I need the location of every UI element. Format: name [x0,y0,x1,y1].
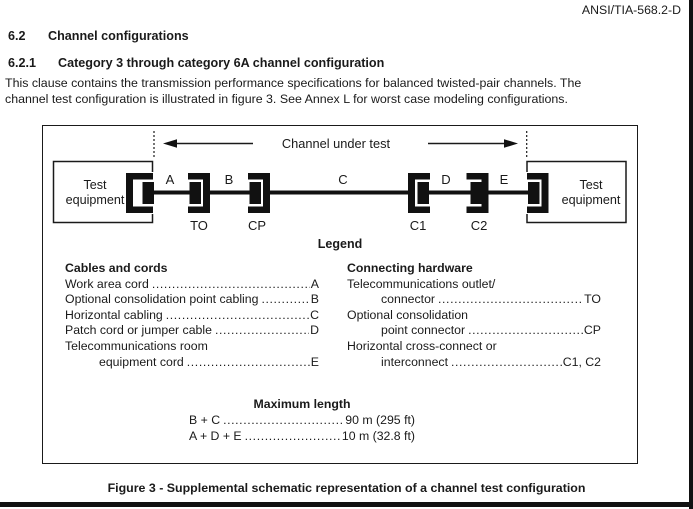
maximum-length-title: Maximum length [253,397,351,411]
left-test-equipment-box [52,160,154,224]
legend-row: Telecommunications outlet/ [347,277,601,293]
legend-row: Optional consolidation [347,308,601,324]
document-reference: ANSI/TIA-568.2-D [581,3,681,17]
right-arrow-icon [428,139,518,148]
legend-row-label: connector [381,292,436,307]
legend-row-value: A [310,276,319,291]
legend-row: interconnect C1, C2 [347,355,601,371]
maximum-length-block: Maximum length B + C 90 m (295 ft) A + D… [189,397,415,444]
legend-row-label: Telecommunications room [65,338,208,353]
section-title: Channel configurations [48,29,189,43]
legend-row-label: Telecommunications outlet/ [347,276,496,291]
left-equipment-label-line2: equipment [66,193,125,207]
c2-connector [466,173,489,213]
legend-cables-column: Cables and cords Work area cord A Option… [65,261,319,370]
connector-label-cp: CP [248,218,266,233]
legend-row: equipment cord E [65,355,319,371]
segment-label-a: A [166,172,175,187]
body-line: This clause contains the transmission pe… [5,76,582,90]
to-connector [188,173,210,213]
legend-row: point connector CP [347,323,601,339]
legend-row-label: equipment cord [99,354,184,369]
max-length-value: 90 m (295 ft) [345,412,415,427]
legend-row-label: Optional consolidation point cabling [65,292,259,307]
legend-row-value: E [310,354,319,369]
legend-hardware-heading: Connecting hardware [347,261,473,275]
legend-row: Horizontal cross-connect or [347,339,601,355]
left-equipment-connector [126,173,154,213]
max-length-value: 10 m (32.8 ft) [341,428,415,443]
legend-row-label: interconnect [381,354,448,369]
section-number: 6.2 [8,29,26,43]
dot-leader [215,323,309,339]
legend-row-value: TO [584,292,601,307]
segment-label-e: E [500,172,509,187]
right-equipment-label-line1: Test [579,178,603,192]
dot-leader [223,413,344,429]
max-length-label: A + D + E [189,428,242,443]
page-edge-right-bar [689,0,693,509]
legend-columns: Cables and cords Work area cord A Option… [65,261,601,370]
cp-connector [248,173,270,213]
max-length-row: A + D + E 10 m (32.8 ft) [189,429,415,445]
legend-cables-heading: Cables and cords [65,261,168,275]
legend-row-value: C1, C2 [562,354,601,369]
segment-label-c: C [338,172,347,187]
right-equipment-connector [527,173,549,213]
body-paragraph: This clause contains the transmission pe… [5,75,581,107]
dot-leader [451,355,562,371]
dot-leader [438,292,583,308]
c1-connector [408,173,430,213]
legend-row-label: Horizontal cabling [65,307,163,322]
max-length-row: B + C 90 m (295 ft) [189,413,415,429]
page-edge-bottom-bar [0,502,693,507]
legend-row-label: Patch cord or jumper cable [65,323,212,338]
left-equipment-label-line1: Test [83,178,107,192]
legend-row-label: Optional consolidation [347,307,468,322]
figure-caption: Figure 3 - Supplemental schematic repres… [107,481,586,495]
legend-row-value: CP [583,323,601,338]
body-line: channel test configuration is illustrate… [5,92,568,106]
connector-label-to: TO [190,218,208,233]
channel-under-test-label: Channel under test [282,136,391,151]
right-equipment-label-line2: equipment [562,193,621,207]
legend-row: connector TO [347,292,601,308]
segment-label-b: B [225,172,234,187]
legend-row-value: B [310,292,319,307]
legend-row-label: point connector [381,323,466,338]
channel-schematic-diagram: Channel under test Test equipment Test e… [52,131,627,233]
legend-row-value: D [310,323,319,338]
legend-row: Telecommunications room [65,339,319,355]
legend-row: Horizontal cabling C [65,308,319,324]
connector-label-c1: C1 [410,218,427,233]
segment-label-d: D [441,172,450,187]
dot-leader [261,292,309,308]
dot-leader [152,277,310,293]
legend-row-label: Horizontal cross-connect or [347,338,497,353]
section-title: Category 3 through category 6A channel c… [58,56,385,70]
legend-row: Optional consolidation point cabling B [65,292,319,308]
legend-hardware-column: Connecting hardware Telecommunications o… [347,261,601,370]
section-number: 6.2.1 [8,56,37,70]
connector-label-c2: C2 [471,218,488,233]
legend-row-label: Work area cord [65,276,149,291]
left-arrow-icon [163,139,253,148]
dot-leader [187,355,310,371]
legend-row: Patch cord or jumper cable D [65,323,319,339]
dot-leader [166,308,309,324]
max-length-label: B + C [189,412,221,427]
figure-3-frame: Channel under test Test equipment Test e… [42,125,638,464]
legend-row: Work area cord A [65,277,319,293]
section-heading-6-2: 6.2 Channel configurations [8,29,189,43]
legend-row-value: C [310,307,319,322]
dot-leader [245,429,341,445]
section-heading-6-2-1: 6.2.1 Category 3 through category 6A chan… [8,56,384,70]
legend-title: Legend [317,237,363,251]
dot-leader [468,323,583,339]
